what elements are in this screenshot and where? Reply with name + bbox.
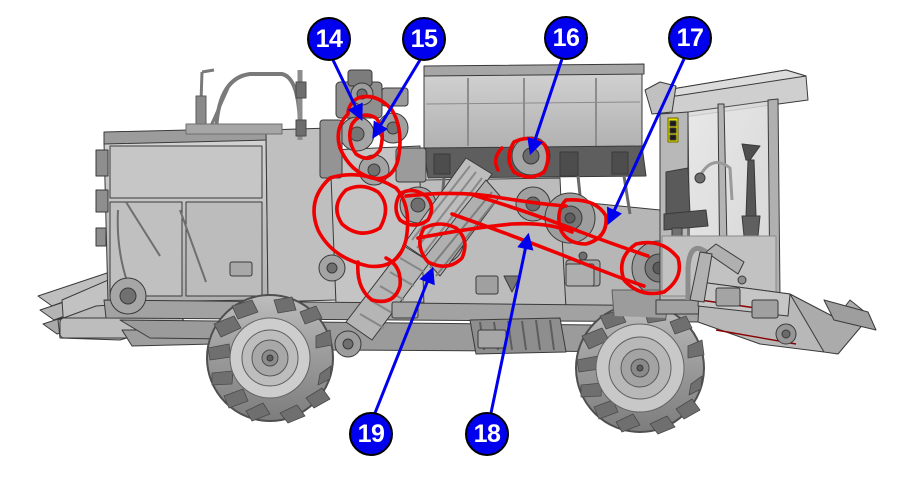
leader-16 xyxy=(527,58,564,156)
side-bunker-panel xyxy=(95,127,269,303)
callout-18[interactable]: 18 xyxy=(465,412,509,456)
callout-19-balloon[interactable]: 19 xyxy=(349,412,393,456)
callout-16-balloon[interactable]: 16 xyxy=(544,16,588,60)
centre-pulley-loop xyxy=(394,188,434,227)
callout-19-label: 19 xyxy=(357,419,385,448)
callout-17-balloon[interactable]: 17 xyxy=(668,16,712,60)
leader-15 xyxy=(372,59,422,139)
body-detail-boxes xyxy=(109,254,595,349)
access-ladder-rail xyxy=(185,68,307,140)
callout-14-balloon[interactable]: 14 xyxy=(307,17,351,61)
operator-cab xyxy=(644,69,809,315)
rear-wheel xyxy=(575,289,705,435)
callout-14-label: 14 xyxy=(315,24,343,53)
front-drive-machinery xyxy=(319,69,427,186)
callout-18-label: 18 xyxy=(473,419,501,448)
rear-drive-pulley-loop xyxy=(619,240,682,296)
digger-share-unit xyxy=(685,243,877,355)
callout-17[interactable]: 17 xyxy=(668,16,712,60)
front-wheel xyxy=(206,294,334,424)
callout-15-label: 15 xyxy=(410,24,438,53)
callout-16-label: 16 xyxy=(552,23,580,52)
front-upper-belt-loop-inner xyxy=(347,113,385,160)
centre-lower-loop xyxy=(418,222,467,268)
small-rear-loop xyxy=(493,146,504,172)
highlighted-belt-routings xyxy=(312,94,682,304)
leader-14 xyxy=(331,59,363,121)
callout-15-balloon[interactable]: 15 xyxy=(402,17,446,61)
callout-16[interactable]: 16 xyxy=(544,16,588,60)
leader-19 xyxy=(373,266,435,414)
main-drive-belt-upper-run xyxy=(404,191,568,208)
leader-18 xyxy=(489,232,534,414)
leader-17 xyxy=(607,58,686,225)
callout-17-label: 17 xyxy=(676,23,704,52)
front-lower-belt-loop-inner xyxy=(335,184,388,235)
rear-pulley-wrap xyxy=(557,198,608,246)
callout-15[interactable]: 15 xyxy=(402,17,446,61)
front-lower-belt-tail xyxy=(355,256,403,304)
main-drive-belt-lower-run xyxy=(416,221,574,240)
callout-14[interactable]: 14 xyxy=(307,17,351,61)
callout-leader-lines xyxy=(331,58,686,414)
callout-18-balloon[interactable]: 18 xyxy=(465,412,509,456)
front-upper-belt-loop xyxy=(336,94,402,181)
rear-riser xyxy=(689,251,713,303)
warning-decal xyxy=(667,117,679,143)
callout-19[interactable]: 19 xyxy=(349,412,393,456)
